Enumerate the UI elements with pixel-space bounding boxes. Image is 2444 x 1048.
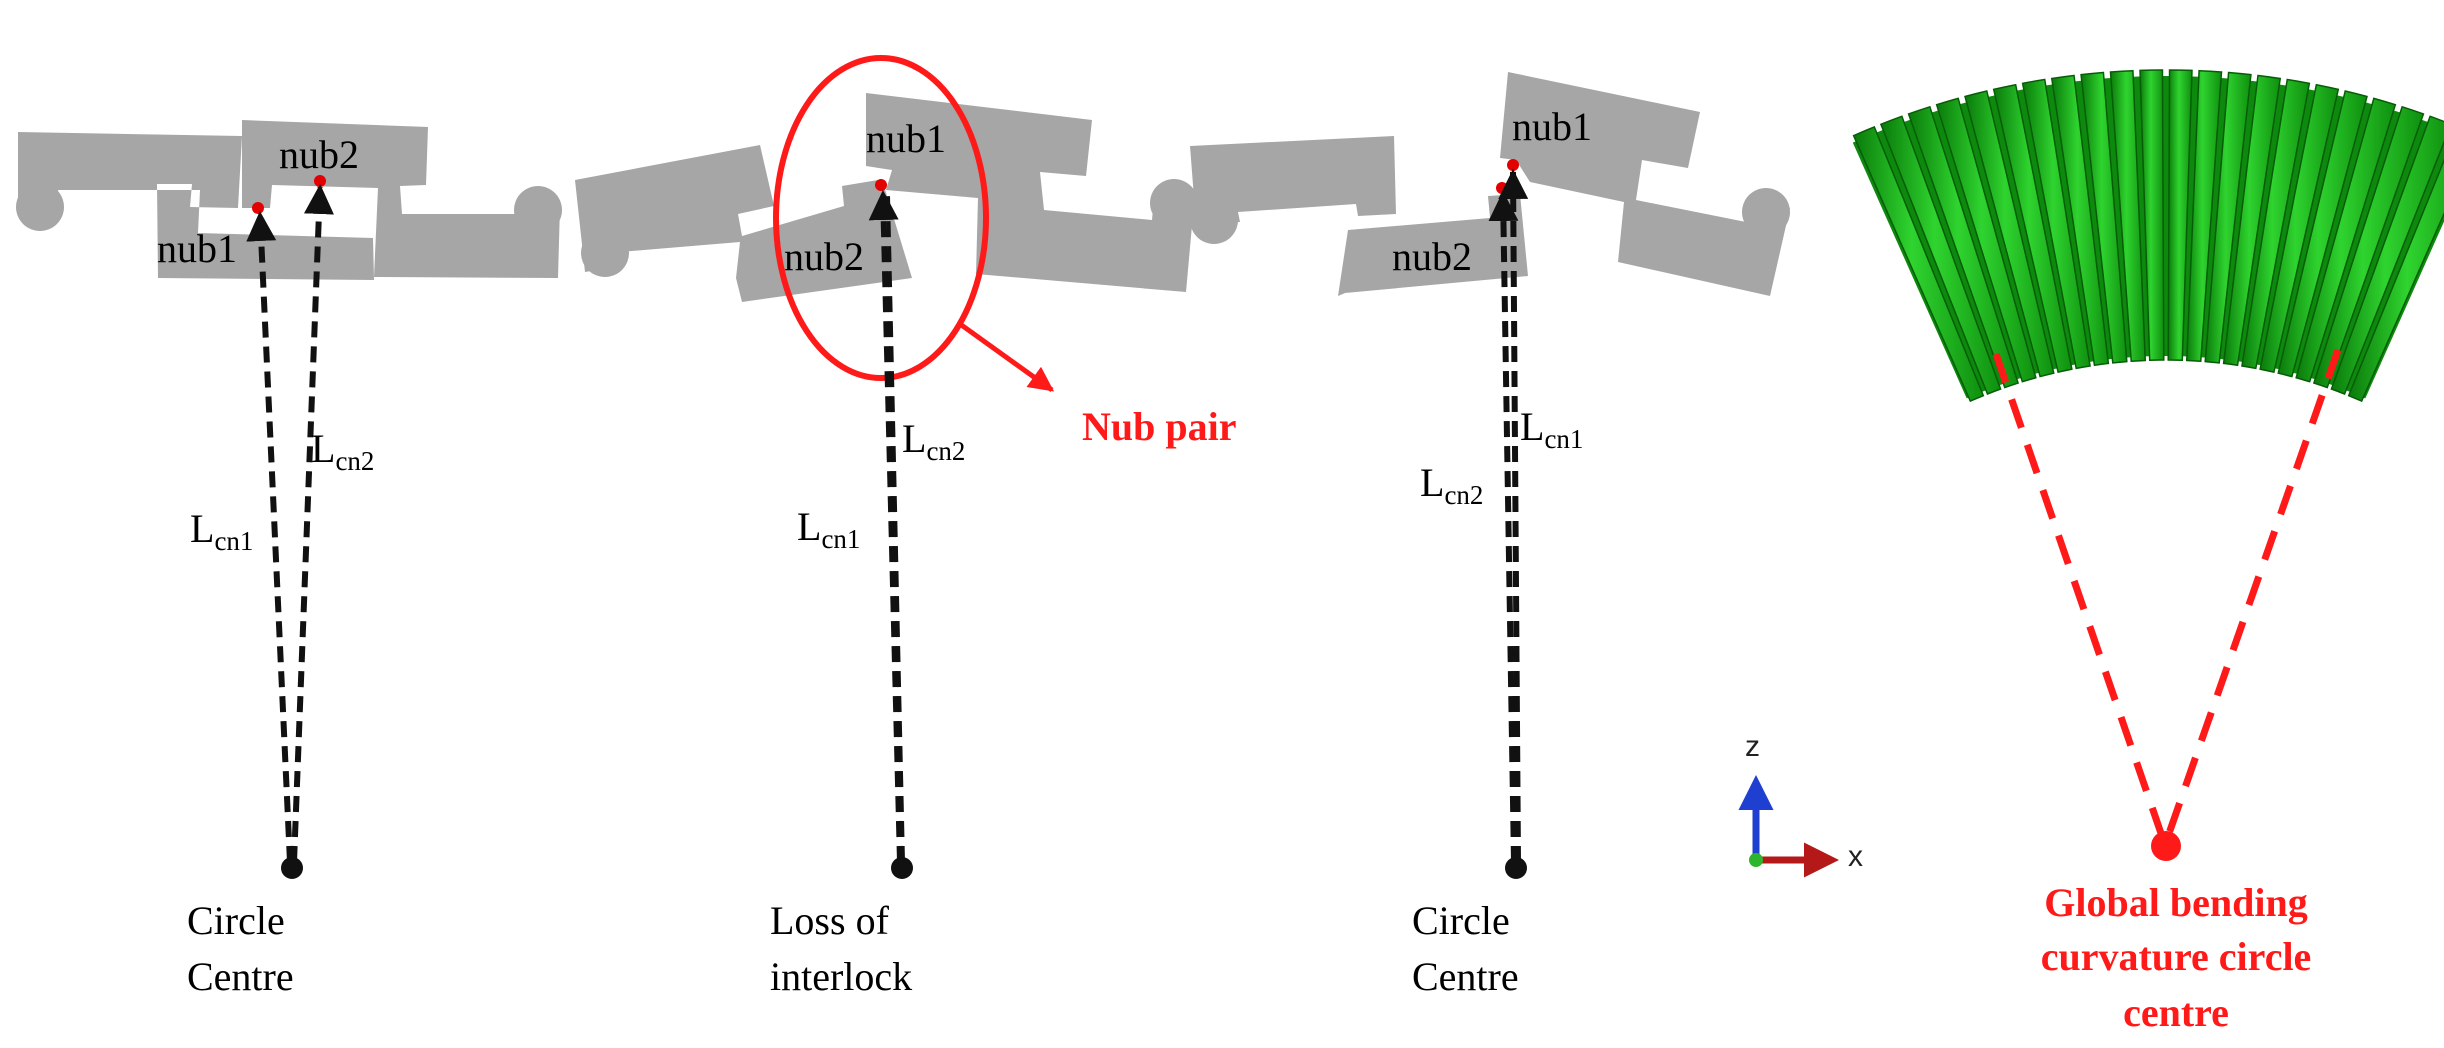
- lcn1-label: Lcn1: [190, 506, 253, 556]
- tube-rib: [2050, 74, 2110, 367]
- nub-point-2: [1496, 182, 1508, 194]
- circle-centre-dot: [1505, 857, 1527, 879]
- tube-rib: [1964, 90, 2055, 378]
- origin-icon: [1749, 853, 1763, 867]
- tube-rib: [1992, 83, 2073, 374]
- tube-rib: [2259, 83, 2340, 374]
- tube-rib: [2222, 74, 2282, 367]
- nub1-label: nub1: [1512, 104, 1592, 149]
- radius-line-right: [2162, 348, 2342, 844]
- profile-right-panel3: [1500, 72, 1790, 296]
- lcn2-label: Lcn2: [311, 426, 374, 476]
- nub-point-2: [314, 175, 326, 187]
- global-caption-line-2: curvature circle: [2041, 934, 2312, 979]
- radius-line-left: [1992, 352, 2168, 844]
- tube-rib: [2312, 105, 2425, 389]
- panel-1: nub1 nub2 Lcn1 Lcn2 Circle Centre: [16, 120, 562, 999]
- axis-triad: z x: [1738, 730, 1863, 878]
- nub2-label: nub2: [784, 234, 864, 279]
- panel-3: nub1 nub2 Lcn1 Lcn2 Circle Centre: [1190, 72, 1790, 999]
- nub-pair-callout-arrow: [958, 321, 1055, 393]
- length-line-2: [886, 195, 905, 863]
- tube-rib: [2139, 69, 2165, 362]
- length-line-2: [1488, 191, 1519, 863]
- corrugated-tube-icon: [1852, 69, 2444, 403]
- tube-rib: [1935, 97, 2037, 383]
- length-line-1: [246, 211, 293, 863]
- profile-left-panel2: [575, 145, 912, 302]
- tube-rib: [2021, 78, 2091, 370]
- tube-rib: [2185, 69, 2223, 363]
- nub2-label: nub2: [1392, 234, 1472, 279]
- tube-rib: [2241, 78, 2311, 370]
- lcn2-label: Lcn2: [902, 416, 965, 466]
- x-axis-label: x: [1848, 840, 1863, 873]
- caption-line-2: interlock: [770, 954, 912, 999]
- caption-line-1: Circle: [1412, 898, 1510, 943]
- tube-rib: [2330, 115, 2444, 395]
- tube-rib: [2080, 71, 2128, 364]
- panel-2: nub1 nub2 Lcn2 Lcn1 Nub pair Loss of int…: [575, 55, 1237, 999]
- nub1-label: nub1: [866, 116, 946, 161]
- lcn2-label: Lcn2: [1420, 460, 1483, 510]
- caption-line-1: Loss of: [770, 898, 890, 943]
- tube-rib: [1879, 115, 2002, 395]
- profile-right-panel1: [242, 120, 562, 278]
- profile-left-panel1: [16, 132, 374, 280]
- loss-of-interlock-dot: [891, 857, 913, 879]
- nub2-label: nub2: [279, 132, 359, 177]
- curvature-centre-dot: [2151, 831, 2181, 861]
- nub-point-1: [1507, 159, 1519, 171]
- tube-rib: [2347, 158, 2444, 403]
- tube-rib: [1907, 105, 2020, 389]
- tube-rib: [2295, 97, 2397, 383]
- lcn1-label: Lcn1: [797, 504, 860, 554]
- global-caption-line-3: centre: [2123, 990, 2229, 1035]
- profile-left-panel3: [1190, 136, 1528, 296]
- tube-rib: [2204, 71, 2252, 364]
- tube-rib: [2277, 90, 2368, 378]
- lcn1-label: Lcn1: [1520, 404, 1583, 454]
- profile-right-panel2: [866, 93, 1198, 292]
- nub-pair-ellipse: [773, 55, 989, 381]
- length-line-2: [291, 184, 334, 863]
- caption-line-1: Circle: [187, 898, 285, 943]
- global-caption-line-1: Global bending: [2044, 880, 2307, 925]
- nub-point: [875, 179, 887, 191]
- circle-centre-dot: [281, 857, 303, 879]
- caption-line-2: Centre: [187, 954, 294, 999]
- tube-rib: [1852, 125, 1985, 403]
- length-line-1: [1498, 169, 1529, 863]
- z-axis-label: z: [1745, 730, 1760, 763]
- nub-point-1: [252, 202, 264, 214]
- length-line-1: [868, 190, 903, 863]
- tube-rib: [2167, 69, 2193, 362]
- nub1-label: nub1: [157, 226, 237, 271]
- tube-rib: [2109, 69, 2147, 363]
- global-bending-panel: Global bending curvature circle centre: [1852, 69, 2444, 1035]
- caption-line-2: Centre: [1412, 954, 1519, 999]
- nub-pair-label: Nub pair: [1082, 404, 1237, 449]
